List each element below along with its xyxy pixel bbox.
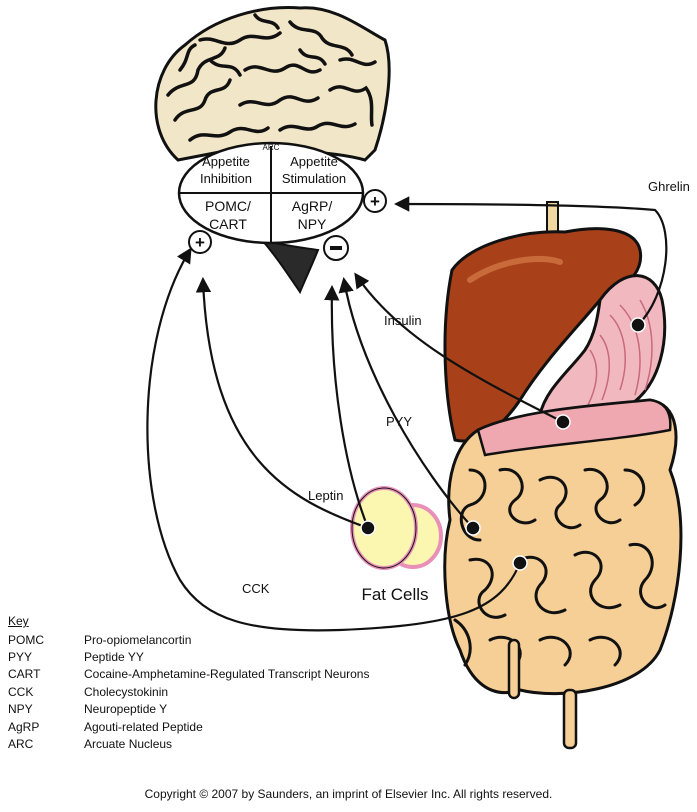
ghrelin-label: Ghrelin (648, 179, 690, 194)
insulin-label: Insulin (384, 313, 422, 328)
key-definition: Arcuate Nucleus (84, 737, 173, 752)
insulin-arrow (354, 272, 564, 423)
arc-label: ARC (263, 143, 280, 152)
arc-region: ARC Appetite Inhibition Appetite Stimula… (177, 141, 365, 245)
appetite-stimulation-line2: Stimulation (282, 171, 346, 186)
fat-cells-label: Fat Cells (361, 585, 428, 604)
leptin-source-dot (360, 520, 376, 536)
key-abbreviation: PYY (8, 650, 33, 665)
copyright-notice: Copyright © 2007 by Saunders, an imprint… (144, 787, 553, 801)
key-definition: Agouti-related Peptide (84, 719, 203, 734)
key-abbreviation: ARC (8, 737, 34, 752)
key-row: NPY Neuropeptide Y (8, 701, 369, 718)
minus-sign-stimulation (323, 235, 349, 261)
pomc-cart-line1: POMC/ (205, 198, 251, 214)
pyy-source-dot (465, 520, 481, 536)
key-row: POMC Pro-opiomelancortin (8, 631, 369, 648)
appetite-inhibition-line2: Inhibition (200, 171, 252, 186)
key-definition: Neuropeptide Y (84, 702, 168, 717)
appetite-stimulation-line1: Appetite (290, 154, 338, 169)
leptin-arrow-to-minus (324, 284, 370, 529)
pyy-label: PYY (386, 414, 412, 429)
fat-cells-illustration (350, 486, 443, 570)
agrp-npy-line2: NPY (298, 216, 327, 232)
key-definition: Peptide YY (84, 650, 144, 665)
cck-source-dot (512, 555, 528, 571)
svg-text:+: + (370, 192, 380, 211)
leptin-arrow-to-plus (195, 276, 369, 530)
agrp-npy-line1: AgRP/ (292, 198, 333, 214)
leptin-label: Leptin (308, 488, 343, 503)
key-row: PYY Peptide YY (8, 648, 369, 665)
ghrelin-source-dot (630, 317, 646, 333)
key-abbreviation: POMC (8, 632, 44, 647)
key-row: CART Cocaine-Amphetamine-Regulated Trans… (8, 666, 369, 683)
key-row: CCK Cholecystokinin (8, 683, 369, 700)
ghrelin-arrow (393, 196, 668, 326)
key-abbreviation: CART (8, 667, 41, 682)
pomc-cart-line2: CART (209, 216, 247, 232)
key-title: Key (8, 614, 29, 628)
brain-illustration (154, 6, 391, 295)
pyy-arrow (338, 276, 474, 529)
cck-label: CCK (242, 581, 270, 596)
key-definition: Pro-opiomelancortin (84, 632, 192, 647)
insulin-source-dot (555, 414, 571, 430)
intestine-illustration (443, 398, 683, 750)
liver-illustration (443, 201, 643, 443)
key-row: ARC Arcuate Nucleus (8, 735, 369, 752)
key-legend: Key POMC Pro-opiomelancortin PYY Peptide… (8, 615, 369, 753)
plus-sign-stimulation: + (363, 189, 387, 213)
appetite-inhibition-line1: Appetite (202, 154, 250, 169)
key-abbreviation: CCK (8, 684, 34, 699)
key-abbreviation: NPY (8, 702, 33, 717)
cck-arrow (146, 247, 522, 632)
svg-text:+: + (195, 233, 205, 252)
key-definition: Cholecystokinin (84, 684, 169, 699)
key-definition: Cocaine-Amphetamine-Regulated Transcript… (84, 667, 370, 682)
plus-sign-inhibition: + (188, 230, 212, 254)
key-abbreviation: AgRP (8, 719, 40, 734)
key-row: AgRP Agouti-related Peptide (8, 718, 369, 735)
